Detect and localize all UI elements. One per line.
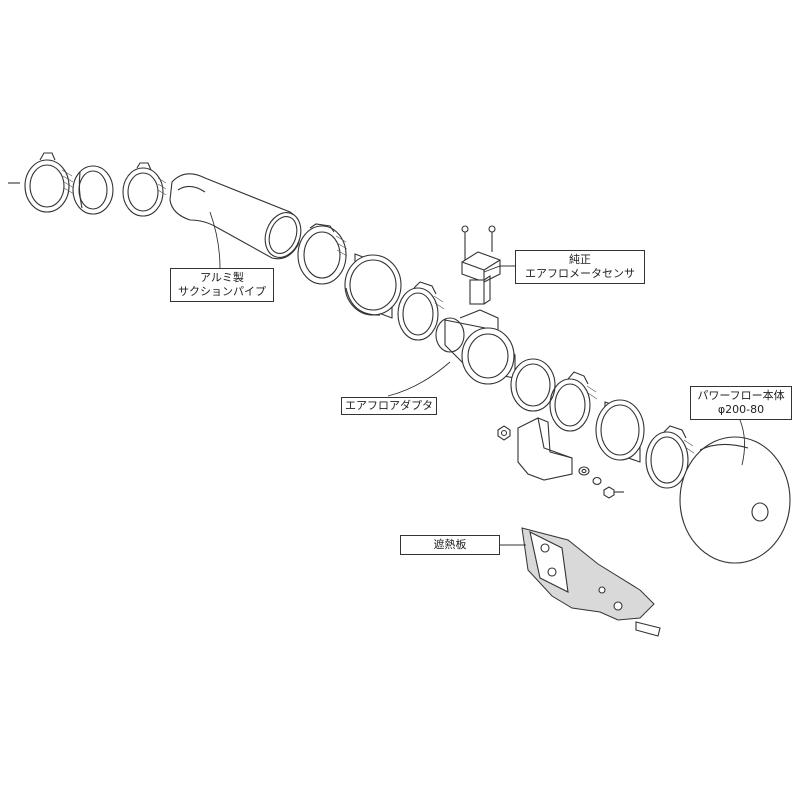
leader-suction-pipe (209, 211, 221, 269)
hose-clamp-4 (397, 281, 445, 341)
label-heat-shield-line1: 遮熱板 (433, 538, 467, 551)
hose-clamp-1 (24, 152, 75, 213)
label-air-flow-adapter: エアフロアダプタ (341, 397, 437, 415)
hose-clamp-2 (122, 162, 167, 217)
sensor-screw-2 (488, 225, 496, 252)
label-suction-pipe: アルミ製 サクションパイプ (170, 268, 274, 302)
coupler-sleeve-4 (595, 399, 645, 463)
hose-clamp-3 (297, 223, 348, 285)
label-suction-pipe-line1: アルミ製 (200, 271, 244, 284)
hose-clamp-5 (549, 371, 598, 432)
bracket-nut (497, 425, 511, 441)
label-air-flow-adapter-line1: エアフロアダプタ (345, 399, 433, 412)
label-heat-shield: 遮熱板 (400, 535, 500, 555)
coupler-sleeve-2 (344, 253, 402, 319)
leader-filter (739, 419, 745, 466)
leader-sensor (483, 265, 515, 273)
label-power-flow-line1: パワーフロー本体 (697, 389, 785, 402)
hose-clamp-6 (645, 425, 695, 489)
label-air-flow-sensor-line1: 純正 (569, 253, 591, 266)
coupler-sleeve-1 (72, 165, 114, 215)
bracket-spring-washer (592, 476, 602, 486)
label-air-flow-sensor: 純正 エアフロメータセンサ (515, 250, 645, 284)
adapter-bracket (517, 417, 573, 481)
label-air-flow-sensor-line2: エアフロメータセンサ (525, 267, 635, 280)
label-power-flow: パワーフロー本体 φ200-80 (690, 386, 792, 420)
aluminum-suction-pipe (169, 173, 302, 260)
air-flow-adapter (435, 309, 516, 385)
coupler-sleeve-3 (510, 358, 556, 412)
bracket-washer (578, 466, 590, 476)
power-flow-filter (679, 436, 791, 564)
label-power-flow-line2: φ200-80 (717, 403, 765, 416)
leader-adapter (387, 361, 451, 397)
air-flow-meter-sensor (461, 251, 501, 305)
label-suction-pipe-line2: サクションパイプ (178, 285, 266, 298)
bracket-bolt (603, 486, 624, 499)
sensor-screw-1 (461, 225, 469, 262)
heat-shield (521, 527, 661, 637)
